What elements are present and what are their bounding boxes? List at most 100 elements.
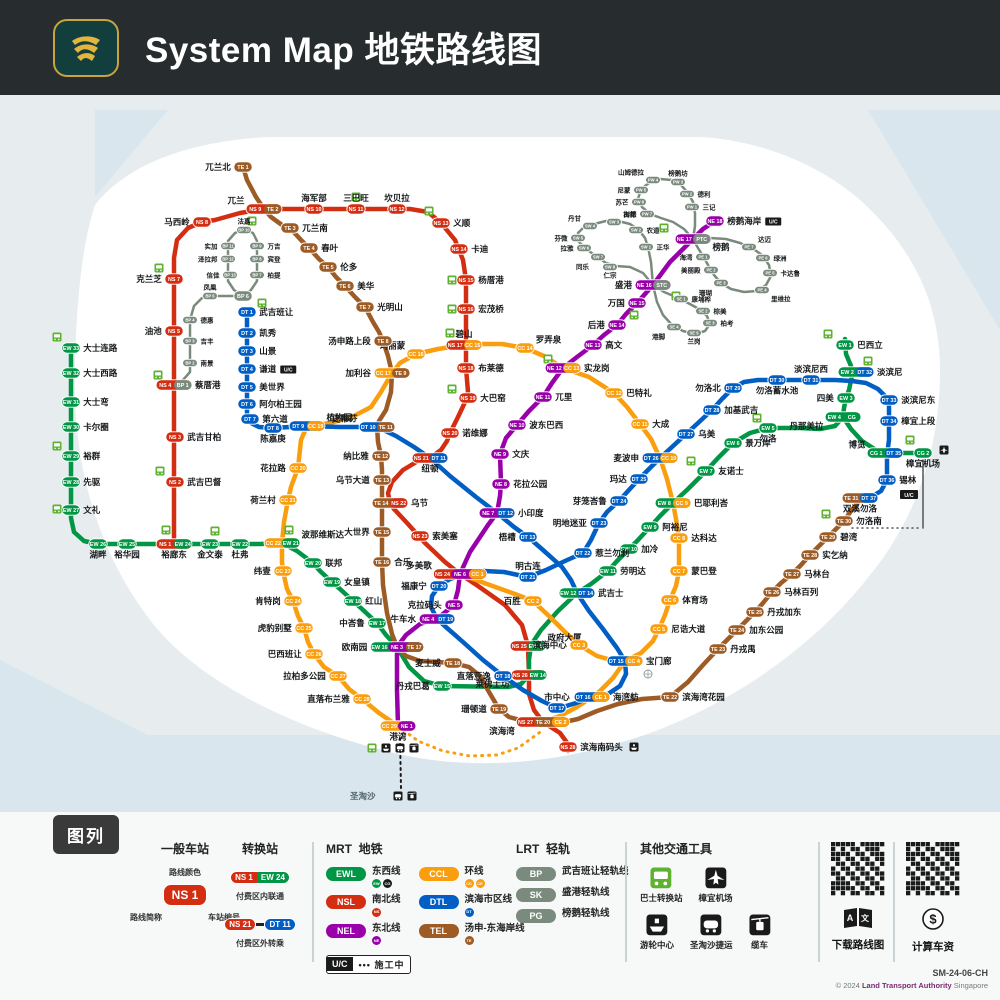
station-锡林: DT 36 锡林 xyxy=(877,474,917,486)
svg-text:EW 5: EW 5 xyxy=(761,426,774,432)
station-label: 兀里 xyxy=(554,392,573,402)
svg-text:CC 1: CC 1 xyxy=(471,572,483,578)
svg-text:TE 4: TE 4 xyxy=(303,246,314,252)
station-label: 锡林 xyxy=(899,475,917,485)
svg-text:NE 3: NE 3 xyxy=(391,645,403,651)
svg-text:PE 2: PE 2 xyxy=(706,268,716,273)
svg-text:CG 2: CG 2 xyxy=(917,451,930,457)
svg-text:BP 1: BP 1 xyxy=(177,383,189,389)
water-northwest xyxy=(95,110,168,197)
svg-text:CC 10: CC 10 xyxy=(661,456,676,462)
station-label: 大巴窑 xyxy=(480,393,506,403)
svg-text:DT 37: DT 37 xyxy=(861,496,876,502)
svg-text:NE 7: NE 7 xyxy=(482,511,494,517)
svg-text:CC 3: CC 3 xyxy=(573,643,585,649)
station-label: 花拉公园 xyxy=(513,479,547,489)
station-兰岗: SE 5兰岗 xyxy=(686,328,702,345)
station-label: 惹兰勿刹 xyxy=(594,548,629,558)
station-label: 多美歌 xyxy=(406,561,432,571)
transport-cable: 缆车 xyxy=(748,914,771,951)
station-label: 克拉码头 xyxy=(408,600,443,610)
svg-text:CG 1: CG 1 xyxy=(870,451,883,457)
svg-text:EW 29: EW 29 xyxy=(63,454,79,460)
qr-code xyxy=(831,842,885,896)
svg-text:DT 36: DT 36 xyxy=(880,478,895,484)
general-station-title: 一般车站 xyxy=(160,842,209,856)
station-label: 阿尔柏王园 xyxy=(259,399,302,409)
station-label: 裕群 xyxy=(82,451,101,461)
svg-text:STC: STC xyxy=(656,283,667,289)
svg-text:EW 17: EW 17 xyxy=(369,621,385,627)
transport-bus: 巴士转换站 xyxy=(640,867,683,904)
station-label: 乌美 xyxy=(698,429,716,439)
station-label: 吉丰 xyxy=(201,336,215,345)
svg-text:BP 11: BP 11 xyxy=(222,244,234,249)
map-text: 圣淘沙 xyxy=(349,791,376,801)
svg-text:U/C: U/C xyxy=(769,219,778,225)
station-label: 虎豹别墅 xyxy=(258,623,293,633)
svg-text:TE 16: TE 16 xyxy=(375,560,389,566)
svg-text:BP 13: BP 13 xyxy=(224,273,236,278)
svg-text:SW 7: SW 7 xyxy=(593,255,604,260)
station-label: 汤申路上段 xyxy=(328,336,371,346)
station-label: 麦士威 xyxy=(415,658,441,668)
svg-text:NS 18: NS 18 xyxy=(459,366,474,372)
station-label: 海湾舫 xyxy=(613,692,639,702)
station-苏芒: PW 6苏芒 xyxy=(616,197,647,206)
station-label: 棕美 xyxy=(713,306,728,315)
station-label: 裕廊东 xyxy=(160,549,187,559)
station-label: 劳明达 xyxy=(620,566,646,576)
station-label: 丹戎禺 xyxy=(730,644,756,654)
sentosa-icon xyxy=(395,743,405,753)
station-label: 克兰芝 xyxy=(136,274,162,284)
station-label: 樟宜机场 xyxy=(906,458,941,468)
station-label: 武吉士 xyxy=(598,588,624,598)
svg-text:BP 10: BP 10 xyxy=(238,228,250,233)
svg-text:NS 24: NS 24 xyxy=(435,572,450,578)
station-label: 樟宜上段 xyxy=(901,416,936,426)
station-label: 法嘉 xyxy=(238,216,252,225)
svg-text:NS 13: NS 13 xyxy=(434,221,449,227)
other-transport-row2: 游轮中心圣淘沙捷运缆车 xyxy=(640,914,810,951)
svg-text:PW 6: PW 6 xyxy=(634,200,645,205)
svg-text:DT 26: DT 26 xyxy=(644,456,659,462)
svg-text:DT 10: DT 10 xyxy=(361,425,376,431)
cable-icon xyxy=(407,791,417,801)
station-label: 荷兰村 xyxy=(249,495,276,505)
svg-text:NS 22: NS 22 xyxy=(391,501,406,507)
svg-text:CC 11: CC 11 xyxy=(633,422,648,428)
bus-icon xyxy=(52,441,62,451)
svg-text:EW 3: EW 3 xyxy=(839,396,852,402)
station-label: 坎贝拉 xyxy=(384,193,410,203)
station-label: 大士连路 xyxy=(83,343,118,353)
station-label: 百胜 xyxy=(504,596,522,606)
station-label: 双溪勿洛 xyxy=(843,503,878,513)
station-label: 德利 xyxy=(698,189,712,198)
